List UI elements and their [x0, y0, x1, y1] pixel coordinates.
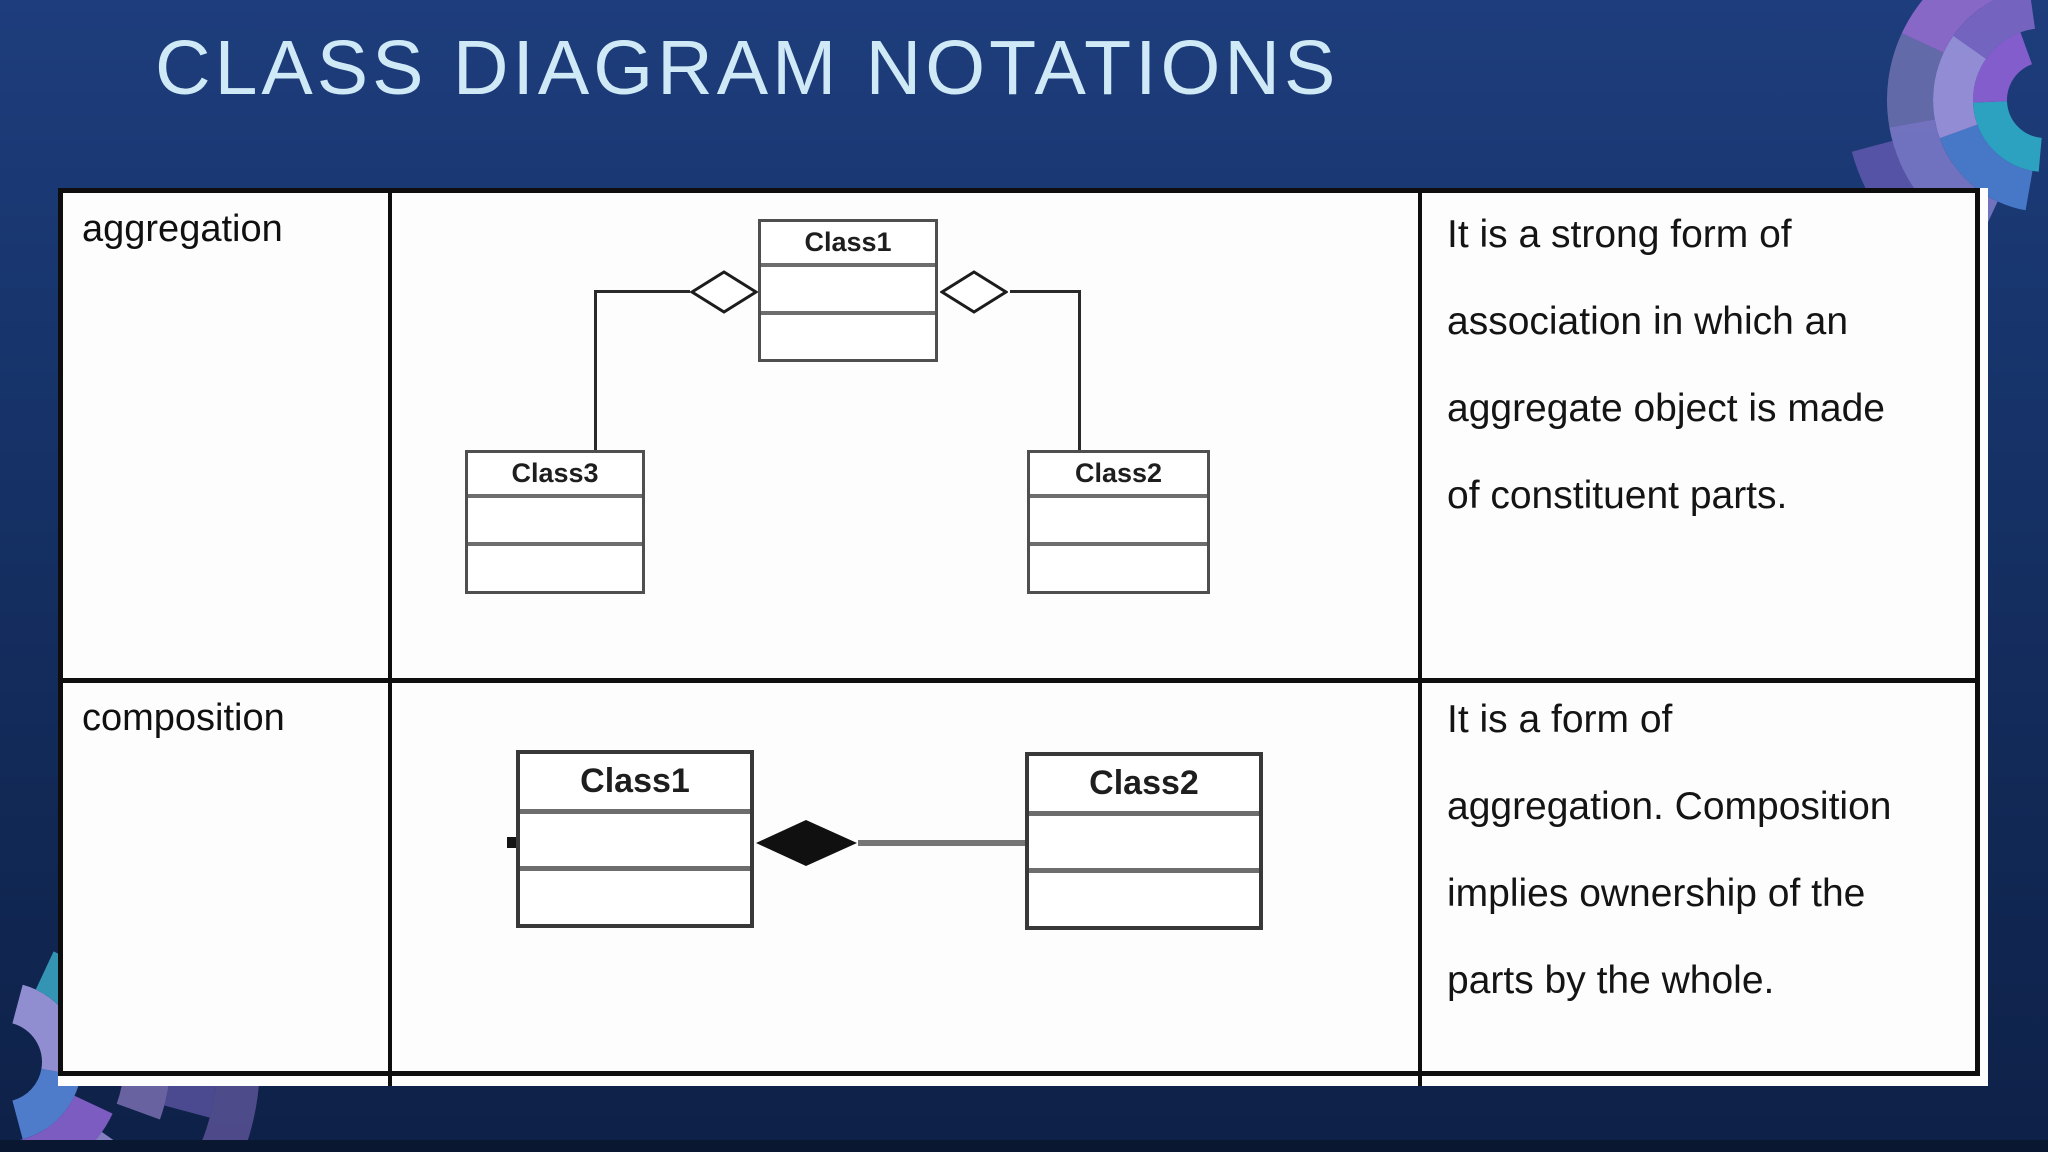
class-name: Class3	[511, 458, 599, 488]
attributes-compartment	[1030, 494, 1207, 542]
table-row-divider	[58, 678, 1980, 683]
description-line: of constituent parts.	[1447, 474, 1788, 517]
hollow-diamond-left-icon	[690, 270, 758, 314]
swirl-arc-segment	[1901, 0, 1995, 53]
class-name: Class1	[804, 227, 892, 257]
swirl-arc-segment	[1933, 35, 1986, 139]
swirl-arc-segment	[1939, 124, 2033, 211]
cutoff-row-divider-stub	[388, 1076, 392, 1086]
description-line: aggregate object is made	[1447, 387, 1885, 430]
cutoff-row-divider-stub	[1418, 1076, 1422, 1086]
uml-class-box-class3: Class3	[465, 450, 645, 594]
description-line: implies ownership of the	[1447, 872, 1866, 915]
uml-class-box-class2: Class2	[1027, 450, 1210, 594]
uml-class-box-class1: Class1	[758, 219, 938, 362]
term-composition: composition	[82, 697, 285, 739]
table-outer-border	[58, 188, 1980, 1076]
methods-compartment	[1029, 868, 1259, 926]
connector-line	[1010, 290, 1080, 293]
bottom-edge-strip	[0, 1140, 2048, 1152]
description-line: aggregation. Composition	[1447, 785, 1892, 828]
attributes-compartment	[761, 263, 935, 311]
description-composition: It is a form of aggregation. Composition…	[1447, 676, 1891, 1024]
attributes-compartment	[520, 809, 750, 866]
table-column-divider-1	[388, 188, 392, 1076]
uml-class-box-class1: Class1	[516, 750, 754, 928]
connector-line	[594, 290, 597, 450]
table-column-divider-2	[1418, 188, 1422, 1076]
swirl-arc-segment	[1953, 0, 2035, 59]
description-line: It is a form of	[1447, 698, 1673, 741]
notation-table: aggregation composition Class1 Class3 Cl…	[58, 188, 1988, 1086]
connector-line	[858, 840, 1025, 846]
methods-compartment	[468, 542, 642, 591]
description-line: association in which an	[1447, 300, 1849, 343]
class-name: Class2	[1074, 458, 1163, 488]
swirl-arc-segment	[12, 1068, 81, 1140]
class-name: Class1	[580, 762, 690, 800]
methods-compartment	[520, 866, 750, 924]
connector-line	[1078, 290, 1081, 450]
methods-compartment	[761, 311, 935, 359]
uml-class-box-class2: Class2	[1025, 752, 1263, 930]
slide-title: CLASS DIAGRAM NOTATIONS	[155, 25, 1340, 111]
term-aggregation: aggregation	[82, 208, 283, 250]
swirl-arc-segment	[15, 1095, 113, 1152]
filled-diamond-icon	[756, 820, 857, 866]
methods-compartment	[1030, 542, 1207, 591]
swirl-arc-segment	[1972, 32, 2032, 103]
description-line: parts by the whole.	[1447, 959, 1775, 1002]
attributes-compartment	[468, 494, 642, 542]
swirl-arc-segment	[1973, 101, 2042, 172]
attributes-compartment	[1029, 811, 1259, 868]
class-name: Class2	[1089, 764, 1199, 802]
swirl-arc-segment	[1887, 33, 1944, 128]
edge-tick-mark	[507, 837, 521, 848]
description-aggregation: It is a strong form of association in wh…	[1447, 191, 1885, 539]
description-line: It is a strong form of	[1447, 213, 1792, 256]
connector-line	[594, 290, 690, 293]
hollow-diamond-right-icon	[940, 270, 1008, 314]
swirl-arc-segment	[197, 1073, 260, 1152]
